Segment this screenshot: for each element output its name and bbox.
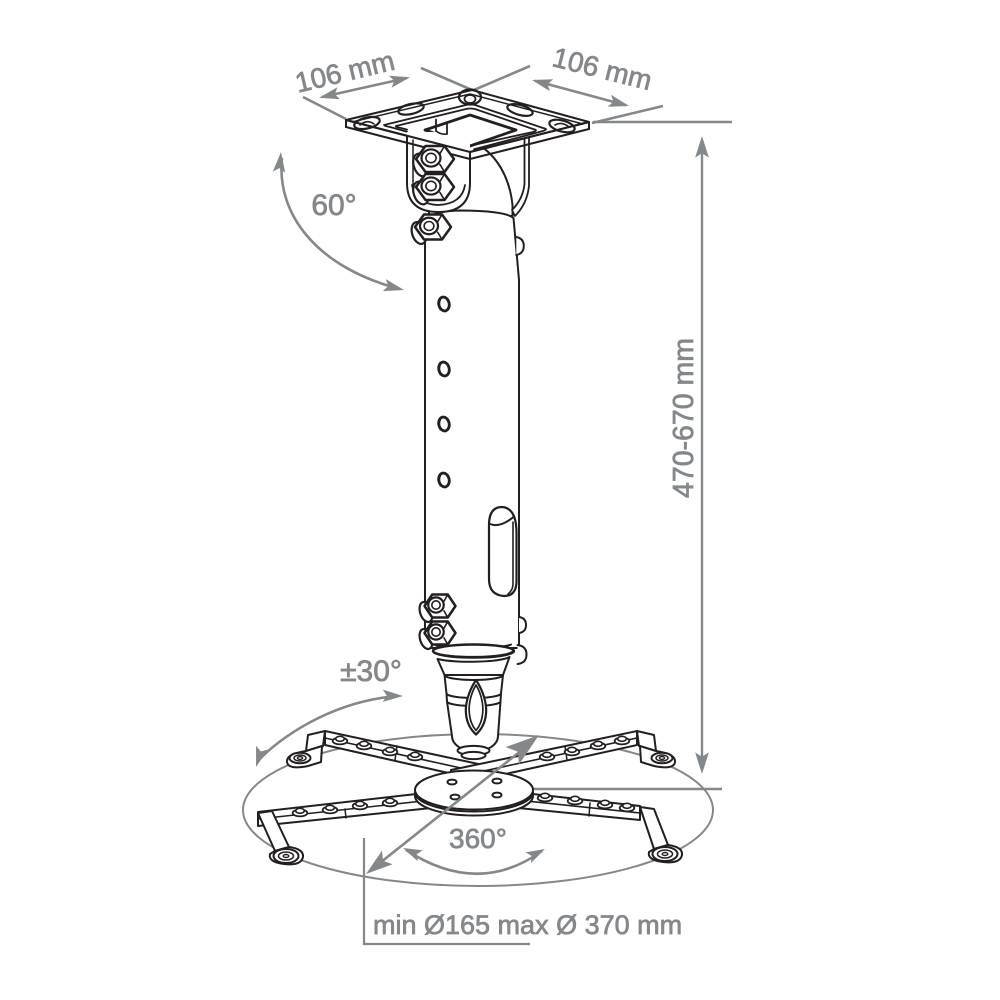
svg-text:360°: 360° <box>449 823 507 854</box>
svg-text:min Ø165 max Ø 370 mm: min Ø165 max Ø 370 mm <box>373 910 682 940</box>
svg-text:±30°: ±30° <box>340 655 402 688</box>
svg-text:470-670 mm: 470-670 mm <box>668 338 700 498</box>
svg-text:60°: 60° <box>311 189 356 222</box>
